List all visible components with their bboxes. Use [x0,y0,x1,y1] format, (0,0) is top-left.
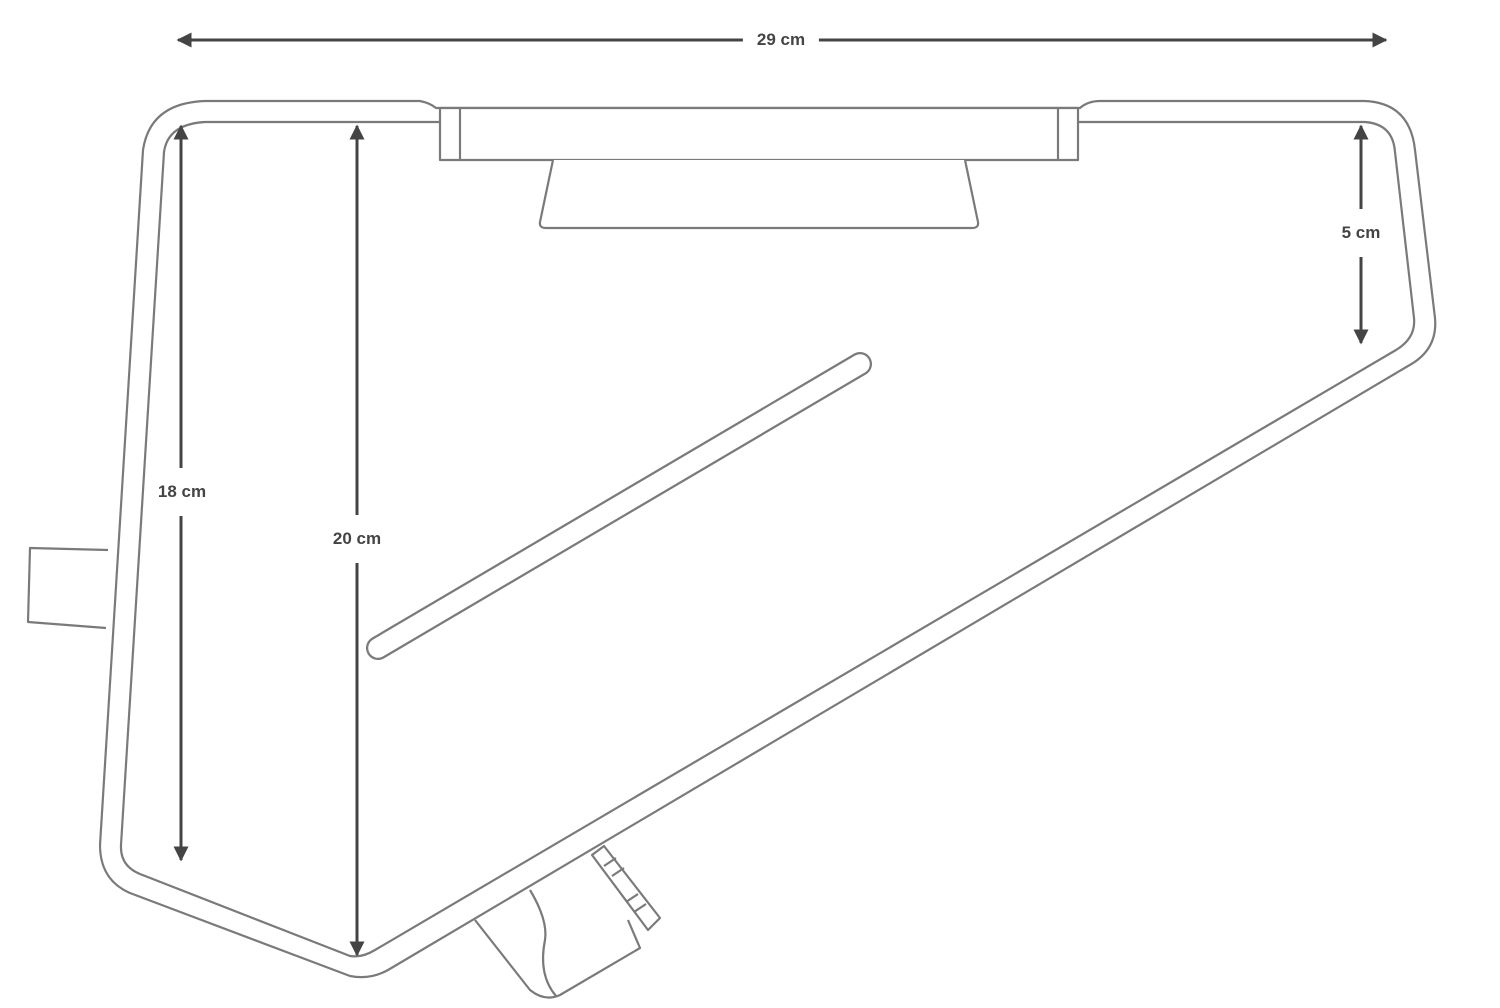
outer-outline [98,99,1437,979]
max-height-dimension-label: 20 cm [328,515,386,563]
front-height-dimension-label: 18 cm [153,468,211,516]
left-strap-tab [26,546,109,630]
bottom-clip [474,844,662,999]
top-pocket [538,159,980,230]
top-tube-strap [438,106,1080,162]
rear-height-dimension-label: 5 cm [1337,209,1385,257]
width-dimension-label: 29 cm [742,28,820,52]
